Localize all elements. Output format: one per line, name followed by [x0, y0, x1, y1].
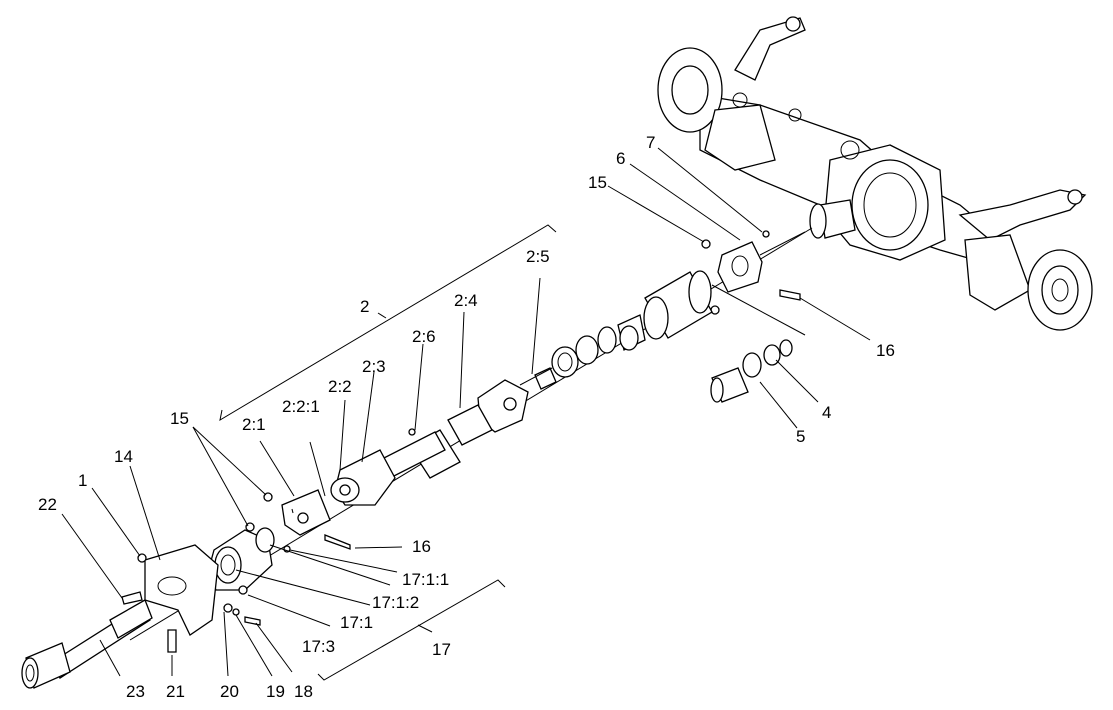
drive-shaft [379, 367, 557, 479]
callout-1: 1 [78, 471, 87, 490]
axle-assembly [657, 16, 1093, 331]
callout-15-upper: 15 [588, 173, 607, 192]
callout-2-5: 2:5 [526, 247, 550, 266]
callout-2-4: 2:4 [454, 291, 478, 310]
callout-4: 4 [822, 403, 831, 422]
callout-16-upper: 16 [876, 341, 895, 360]
callout-23: 23 [126, 682, 145, 701]
callout-2-2: 2:2 [328, 377, 352, 396]
callout-7: 7 [646, 133, 655, 152]
callout-2-6: 2:6 [412, 327, 436, 346]
bearing-rings [551, 314, 646, 378]
flange-yoke [701, 230, 806, 336]
mounting-bracket [121, 544, 219, 653]
callout-17: 17 [432, 640, 451, 659]
spacer-and-rings [710, 339, 793, 403]
callout-2-2-1: 2:2:1 [282, 397, 320, 416]
callout-17-1-1: 17:1:1 [402, 570, 449, 589]
slip-tube [643, 270, 713, 340]
callout-2-1: 2:1 [242, 415, 266, 434]
callout-6: 6 [616, 149, 625, 168]
callout-17-1: 17:1 [340, 613, 373, 632]
callout-19: 19 [266, 682, 285, 701]
callout-17-3: 17:3 [302, 637, 335, 656]
callout-20: 20 [220, 682, 239, 701]
callout-17-1-2: 17:1:2 [372, 593, 419, 612]
callout-16-lower: 16 [412, 537, 431, 556]
callout-18: 18 [294, 682, 313, 701]
callout-2-3: 2:3 [362, 357, 386, 376]
callouts: 1 2 2:1 2:2:1 2:2 2:3 2:6 2:4 2:5 4 5 6 … [38, 133, 895, 701]
callout-15-lower: 15 [170, 409, 189, 428]
callout-2: 2 [360, 297, 369, 316]
callout-22: 22 [38, 495, 57, 514]
input-shaft [21, 599, 153, 689]
front-u-joint [263, 428, 416, 550]
callout-14: 14 [114, 447, 133, 466]
callout-5: 5 [796, 427, 805, 446]
bearing-housing [207, 522, 291, 626]
leader-lines [61, 147, 871, 677]
callout-21: 21 [166, 682, 185, 701]
